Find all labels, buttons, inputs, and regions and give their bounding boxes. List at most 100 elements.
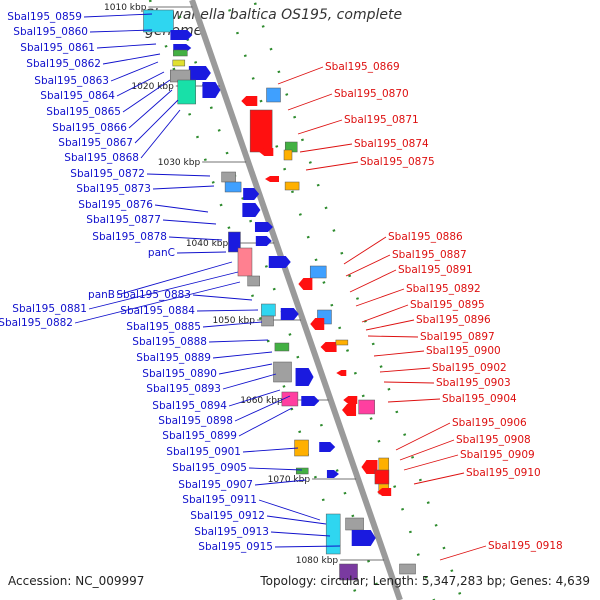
leader-line: [208, 339, 269, 343]
gene-label: Sbal195_0900: [426, 345, 501, 357]
gene-label: Sbal195_0895: [410, 299, 485, 311]
feature-tracks: [148, 0, 464, 600]
gene-label: Sbal195_0902: [432, 362, 507, 374]
gene-arrow: [255, 236, 272, 246]
leader-line: [74, 281, 241, 324]
gene-arrow: [170, 30, 193, 40]
gene-block: [224, 181, 242, 193]
leader-line: [192, 294, 253, 301]
kbp-tick-label: 1020 kbp: [131, 82, 174, 92]
leader-line: [383, 381, 435, 384]
kbp-tick-label: 1050 kbp: [213, 316, 256, 326]
gene-label: Sbal195_0899: [162, 430, 237, 442]
gene-arrow: [310, 318, 325, 330]
leader-line: [413, 472, 465, 485]
gene-label: Sbal195_0910: [466, 467, 541, 479]
gene-label: Sbal195_0889: [136, 352, 211, 364]
gene-arrow: [342, 404, 357, 416]
leader-line: [274, 545, 341, 548]
gene-label: Sbal195_0891: [398, 264, 473, 276]
gene-arrow: [268, 256, 291, 268]
leader-line: [248, 467, 303, 471]
gene-arrow: [301, 396, 320, 406]
gene-label: Sbal195_0903: [436, 377, 511, 389]
leader-line: [365, 319, 415, 331]
gene-label: Sbal195_0878: [92, 231, 167, 243]
kbp-tick-label: 1040 kbp: [186, 239, 229, 249]
leader-line: [270, 531, 331, 537]
gene-glyphs: [143, 9, 416, 581]
gene-label: Sbal195_0866: [52, 122, 127, 134]
kbp-tick-label: 1060 kbp: [240, 396, 283, 406]
leader-line: [140, 109, 181, 159]
gene-arrow: [377, 488, 392, 496]
accession-label: Accession: NC_009997: [8, 574, 145, 588]
leader-line: [83, 13, 153, 18]
gene-arrow: [326, 470, 339, 478]
leader-line: [345, 254, 391, 277]
kbp-tick-label: 1030 kbp: [158, 158, 201, 168]
leader-line: [212, 351, 273, 359]
gene-label: Sbal195_0862: [26, 58, 101, 70]
gene-arrow: [202, 82, 221, 98]
leader-line: [168, 236, 223, 241]
leader-line: [154, 204, 209, 213]
gene-arrow: [361, 460, 378, 474]
gene-block: [345, 517, 364, 531]
gene-block: [284, 181, 300, 191]
leader-line: [116, 261, 233, 296]
gene-label: Sbal195_0860: [13, 26, 88, 38]
gene-label: panB: [88, 289, 115, 301]
gene-label: Sbal195_0881: [12, 303, 87, 315]
leader-line: [228, 389, 281, 407]
leader-line: [146, 173, 211, 177]
gene-label: Sbal195_0885: [126, 321, 201, 333]
leader-line: [122, 79, 171, 113]
gene-label: Sbal195_0892: [406, 283, 481, 295]
leader-line: [266, 515, 327, 525]
leader-line: [403, 454, 459, 471]
gene-label: Sbal195_0861: [20, 42, 95, 54]
gene-label: Sbal195_0859: [7, 11, 82, 23]
gene-block: [273, 361, 292, 383]
gene-arrow: [298, 278, 313, 290]
leader-line: [176, 251, 227, 254]
kbp-tick-label: 1080 kbp: [296, 556, 339, 566]
leader-line: [361, 304, 409, 323]
gene-arrow: [265, 176, 280, 182]
gene-label: Sbal195_0894: [152, 400, 227, 412]
gene-label: Sbal195_0904: [442, 393, 517, 405]
gene-block: [283, 149, 293, 161]
gene-label: Sbal195_0871: [344, 114, 419, 126]
gene-label: Sbal195_0913: [194, 526, 269, 538]
leader-line: [343, 236, 387, 265]
gene-arrow: [259, 148, 274, 156]
gene-label: Sbal195_0870: [334, 88, 409, 100]
gene-label: Sbal195_0887: [392, 249, 467, 261]
gene-block: [177, 79, 196, 105]
gene-arrow: [243, 188, 260, 200]
gene-label: Sbal195_0906: [452, 417, 527, 429]
leader-line: [134, 99, 179, 144]
genome-axis: [189, 0, 403, 600]
leader-line: [88, 271, 239, 310]
gene-label: Sbal195_0882: [0, 317, 73, 329]
leader-line: [287, 93, 333, 111]
gene-block: [249, 109, 273, 153]
gene-block: [143, 9, 174, 33]
gene-block: [358, 399, 375, 415]
gene-block: [295, 467, 309, 475]
gene-label: Sbal195_0863: [34, 75, 109, 87]
leader-line: [196, 309, 259, 312]
leader-line: [277, 66, 324, 85]
right-gene-labels: Sbal195_0869Sbal195_0870Sbal195_0871Sbal…: [277, 61, 563, 561]
gene-block: [309, 265, 327, 279]
gene-label: Sbal195_0888: [132, 336, 207, 348]
leader-line: [305, 161, 359, 171]
gene-arrow: [254, 222, 273, 232]
gene-label: Sbal195_0867: [58, 137, 133, 149]
left-gene-labels: Sbal195_0859Sbal195_0860Sbal195_0861Sbal…: [0, 11, 341, 553]
gene-arrow: [242, 203, 261, 217]
gene-arrow: [320, 342, 337, 352]
gene-label: Sbal195_0896: [416, 314, 491, 326]
